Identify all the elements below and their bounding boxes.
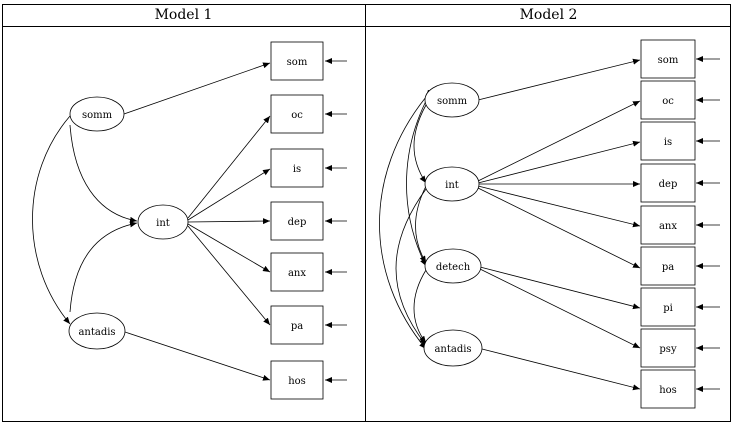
cov-int-detech <box>415 178 432 264</box>
figure-frame: somm int antadis som oc is <box>2 4 731 422</box>
cov-somm-int <box>413 97 433 184</box>
latent-label: int <box>156 218 170 229</box>
path-somm-int <box>69 124 138 223</box>
path-somm-som <box>123 62 271 115</box>
path-detech-psy <box>479 268 641 349</box>
indicator-label: som <box>287 57 308 68</box>
indicator-label: pi <box>663 303 673 314</box>
path-int-is <box>187 168 271 221</box>
latent-int: int <box>424 166 480 202</box>
indicator-label: psy <box>659 344 677 355</box>
latent-label: somm <box>437 96 468 107</box>
indicator-anx: anx <box>270 252 324 292</box>
indicator-label: anx <box>659 221 677 232</box>
indicator-dep: dep <box>270 201 324 241</box>
path-int-anx <box>477 185 641 228</box>
indicator-label: is <box>664 137 672 148</box>
model-2-title: Model 2 <box>519 7 578 23</box>
latent-label: int <box>445 180 459 191</box>
latent-somm: somm <box>69 96 125 132</box>
cov-int-antadis <box>395 181 433 346</box>
path-int-pa <box>477 187 641 269</box>
indicator-label: hos <box>288 376 306 387</box>
indicator-hos: hos <box>270 360 324 400</box>
path-int-dep <box>187 218 271 225</box>
indicator-oc: oc <box>270 94 324 134</box>
indicator-som: som <box>270 41 324 81</box>
indicator-label: anx <box>288 268 306 279</box>
indicator-label: pa <box>291 321 303 332</box>
indicator-pi: pi <box>640 287 696 327</box>
path-int-pa <box>187 225 271 326</box>
path-int-oc <box>477 100 641 182</box>
indicator-is: is <box>270 148 324 188</box>
indicator-label: oc <box>662 96 674 107</box>
path-int-anx <box>187 223 271 273</box>
outer-border <box>2 4 731 422</box>
latent-somm: somm <box>424 82 480 118</box>
cov-somm-detech <box>406 93 432 267</box>
latent-antadis: antadis <box>423 329 483 367</box>
latent-label: antadis <box>434 344 471 355</box>
indicator-label: som <box>658 55 679 66</box>
cov-detech-antadis <box>413 262 433 344</box>
path-diagram: somm int antadis som oc is <box>2 4 731 422</box>
indicator-label: oc <box>291 110 303 121</box>
indicator-anx: anx <box>640 205 696 245</box>
indicator-label: hos <box>659 385 677 396</box>
indicator-pa: pa <box>640 246 696 286</box>
indicator-label: dep <box>659 179 678 190</box>
indicator-psy: psy <box>640 328 696 368</box>
path-int-is <box>477 140 641 184</box>
indicator-label: dep <box>288 217 307 228</box>
path-antadis-int <box>69 221 138 313</box>
indicator-is: is <box>640 121 696 161</box>
latent-label: somm <box>82 110 113 121</box>
indicator-dep: dep <box>640 163 696 203</box>
cov-somm-antadis <box>379 89 433 350</box>
path-antadis-hos <box>481 348 641 391</box>
path-detech-pi <box>479 266 641 310</box>
indicator-oc: oc <box>640 80 696 120</box>
cov-somm-antadis <box>32 108 77 325</box>
model-1-title: Model 1 <box>154 7 213 23</box>
indicator-label: pa <box>662 262 674 273</box>
path-int-oc <box>187 115 271 219</box>
model-2-paths <box>379 56 720 392</box>
model-2-panel: somm int detech antadis som oc <box>379 39 720 409</box>
indicator-label: is <box>293 164 301 175</box>
model-1-paths <box>32 58 347 383</box>
latent-label: detech <box>436 262 471 273</box>
latent-int: int <box>137 204 189 240</box>
model-1-panel: somm int antadis som oc is <box>32 41 347 400</box>
latent-antadis: antadis <box>68 312 126 350</box>
indicator-som: som <box>640 39 696 79</box>
indicator-hos: hos <box>640 369 696 409</box>
latent-label: antadis <box>78 327 115 338</box>
latent-detech: detech <box>424 248 482 284</box>
indicator-pa: pa <box>270 305 324 345</box>
path-antadis-hos <box>121 330 271 381</box>
path-somm-som <box>477 58 641 101</box>
